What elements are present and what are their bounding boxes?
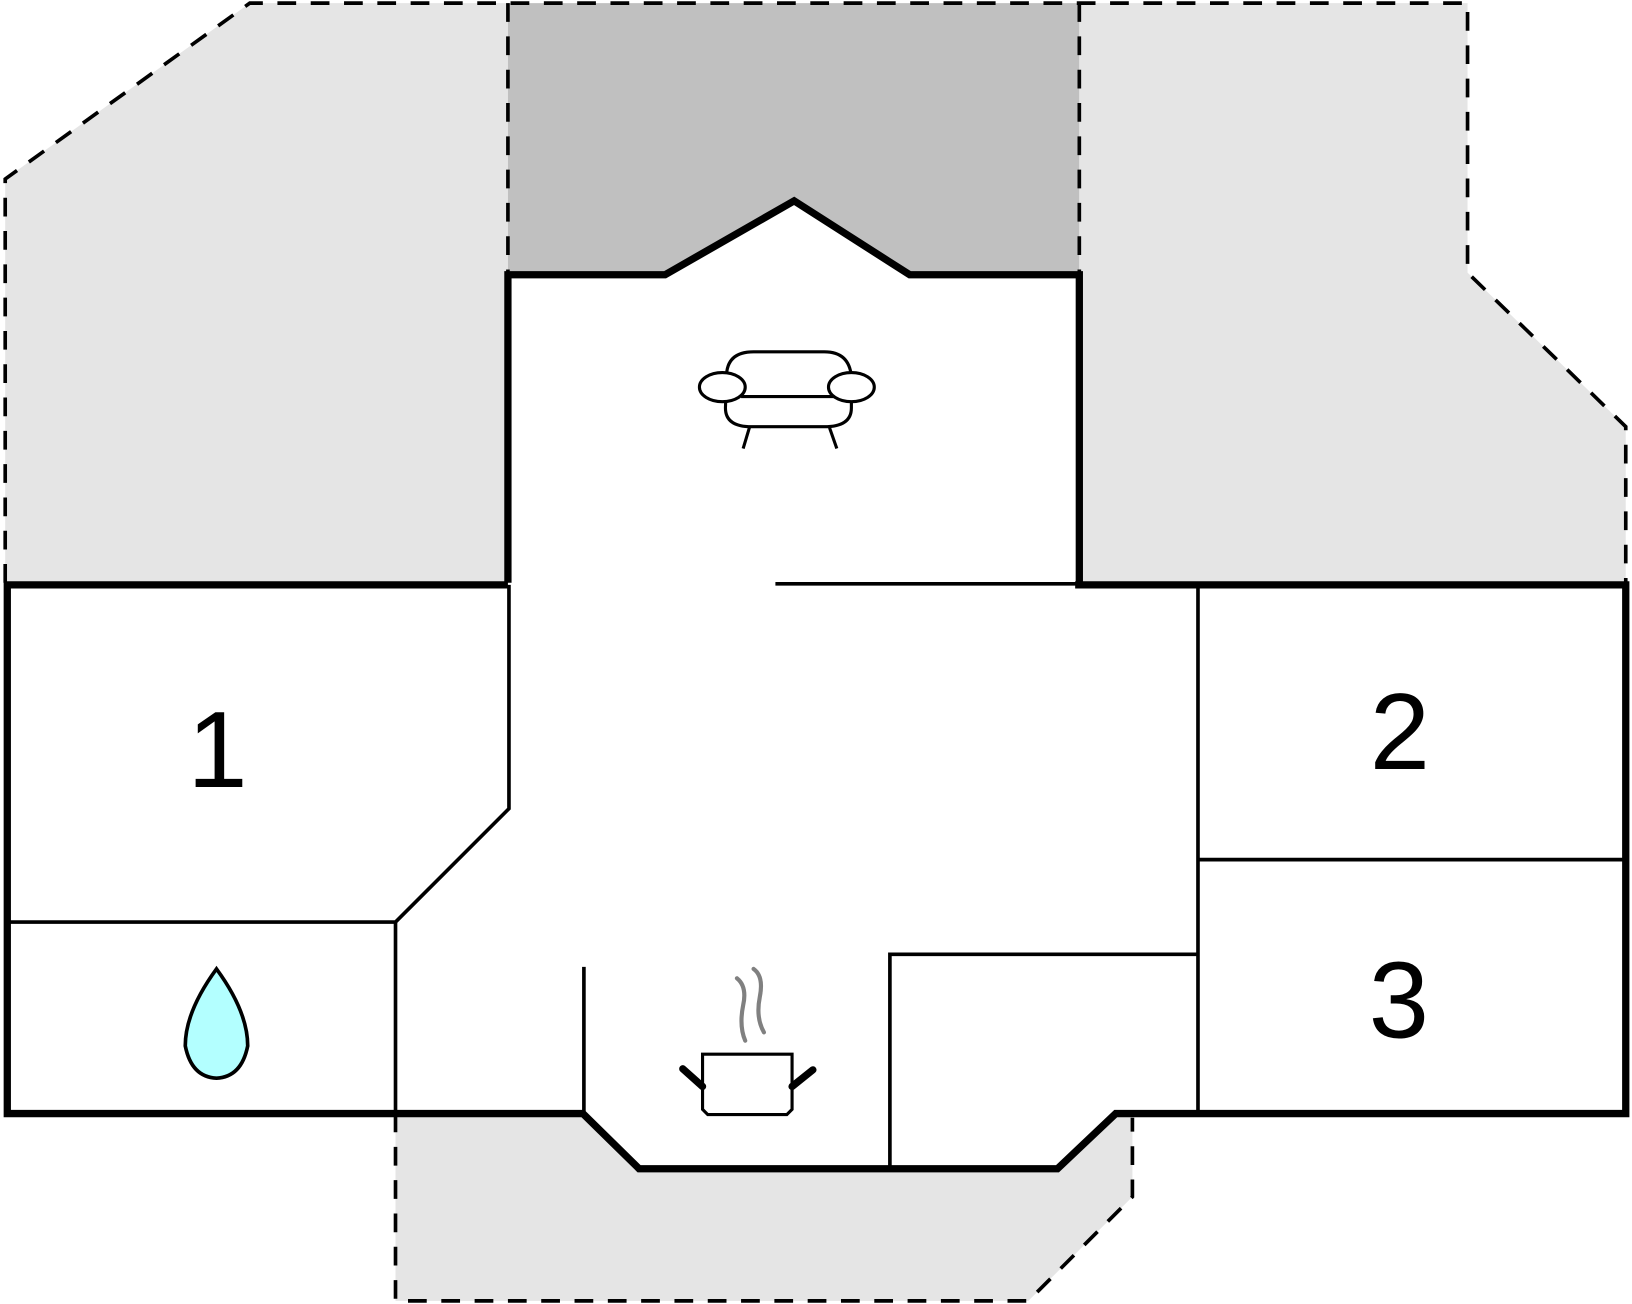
covered-terrace-top [507,3,1080,275]
terrace-right [1079,3,1626,583]
room-label-1: 1 [187,689,247,810]
cooking-pot-icon [679,966,817,1117]
interior-walls [7,582,1626,1169]
terrace-left [5,3,508,583]
sofa-icon [697,350,876,450]
terrace-bottom [395,1113,1133,1301]
room-label-3: 3 [1369,940,1429,1061]
exterior-walls [3,196,1630,1173]
outdoor-boundaries [3,1,1628,1303]
water-drop-icon [183,965,250,1080]
room-label-2: 2 [1370,671,1430,792]
outdoor-areas [5,3,1626,1301]
